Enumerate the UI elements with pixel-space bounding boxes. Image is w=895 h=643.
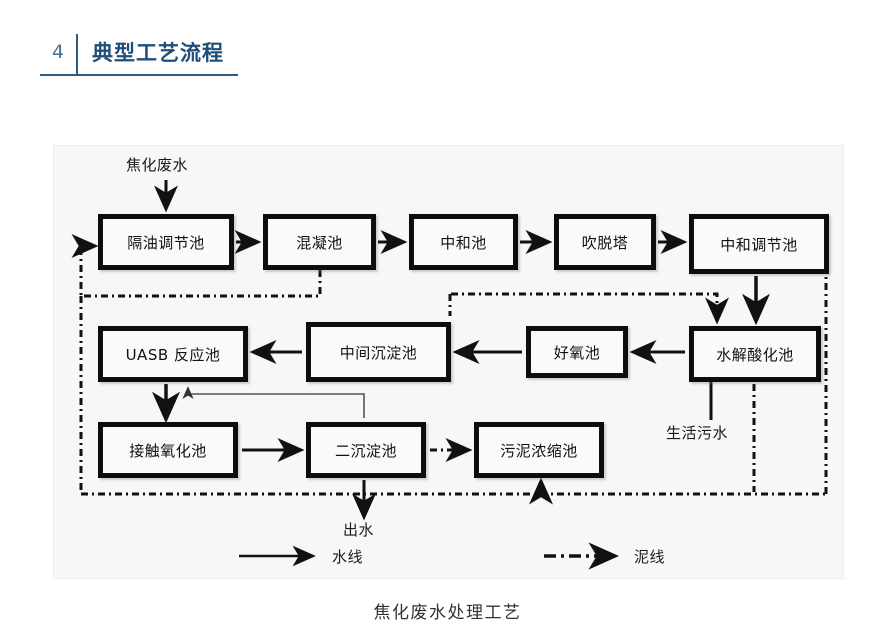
box-uasb-reactor[interactable]: UASB 反应池 (98, 326, 248, 382)
legend-water-line-label: 水线 (332, 548, 364, 566)
legend-sludge-line-label: 泥线 (634, 548, 666, 566)
box-secondary-sedimentation-tank[interactable]: 二沉淀池 (306, 422, 426, 478)
label-effluent: 出水 (343, 521, 375, 539)
box-hydrolysis-acidification-tank[interactable]: 水解酸化池 (689, 326, 821, 382)
box-aerobic-tank[interactable]: 好氧池 (526, 326, 628, 378)
box-label: 混凝池 (267, 218, 372, 266)
label-influent: 焦化废水 (126, 156, 189, 174)
box-label: UASB 反应池 (102, 330, 244, 378)
process-flow-diagram: 隔油调节池 混凝池 中和池 吹脱塔 中和调节池 UASB 反应池 中间沉淀池 好… (53, 145, 844, 579)
box-label: 隔油调节池 (102, 218, 230, 266)
header-divider (76, 34, 78, 76)
box-neutralization-regulation-tank[interactable]: 中和调节池 (689, 214, 829, 274)
box-sludge-thickening-tank[interactable]: 污泥浓缩池 (474, 422, 604, 478)
box-label: 污泥浓缩池 (478, 426, 600, 474)
section-header: 4 典型工艺流程 (40, 32, 238, 76)
section-number: 4 (40, 32, 76, 76)
box-label: 吹脱塔 (558, 218, 652, 266)
box-label: 中间沉淀池 (310, 326, 447, 378)
box-label: 中和调节池 (693, 218, 825, 270)
box-contact-oxidation-tank[interactable]: 接触氧化池 (98, 422, 238, 478)
box-stripping-tower[interactable]: 吹脱塔 (554, 214, 656, 270)
box-intermediate-sedimentation-tank[interactable]: 中间沉淀池 (306, 322, 451, 382)
box-label: 接触氧化池 (102, 426, 234, 474)
box-label: 中和池 (413, 218, 514, 266)
box-label: 水解酸化池 (693, 330, 817, 378)
box-oil-separation-regulation-tank[interactable]: 隔油调节池 (98, 214, 234, 270)
figure-caption: 焦化废水处理工艺 (373, 603, 522, 623)
label-domestic-sewage: 生活污水 (666, 424, 729, 442)
box-label: 二沉淀池 (310, 426, 422, 474)
page-title: 典型工艺流程 (78, 32, 238, 76)
box-neutralization-tank[interactable]: 中和池 (409, 214, 518, 270)
diagram-connectors (71, 180, 828, 570)
box-coagulation-tank[interactable]: 混凝池 (263, 214, 376, 270)
box-label: 好氧池 (530, 330, 624, 374)
